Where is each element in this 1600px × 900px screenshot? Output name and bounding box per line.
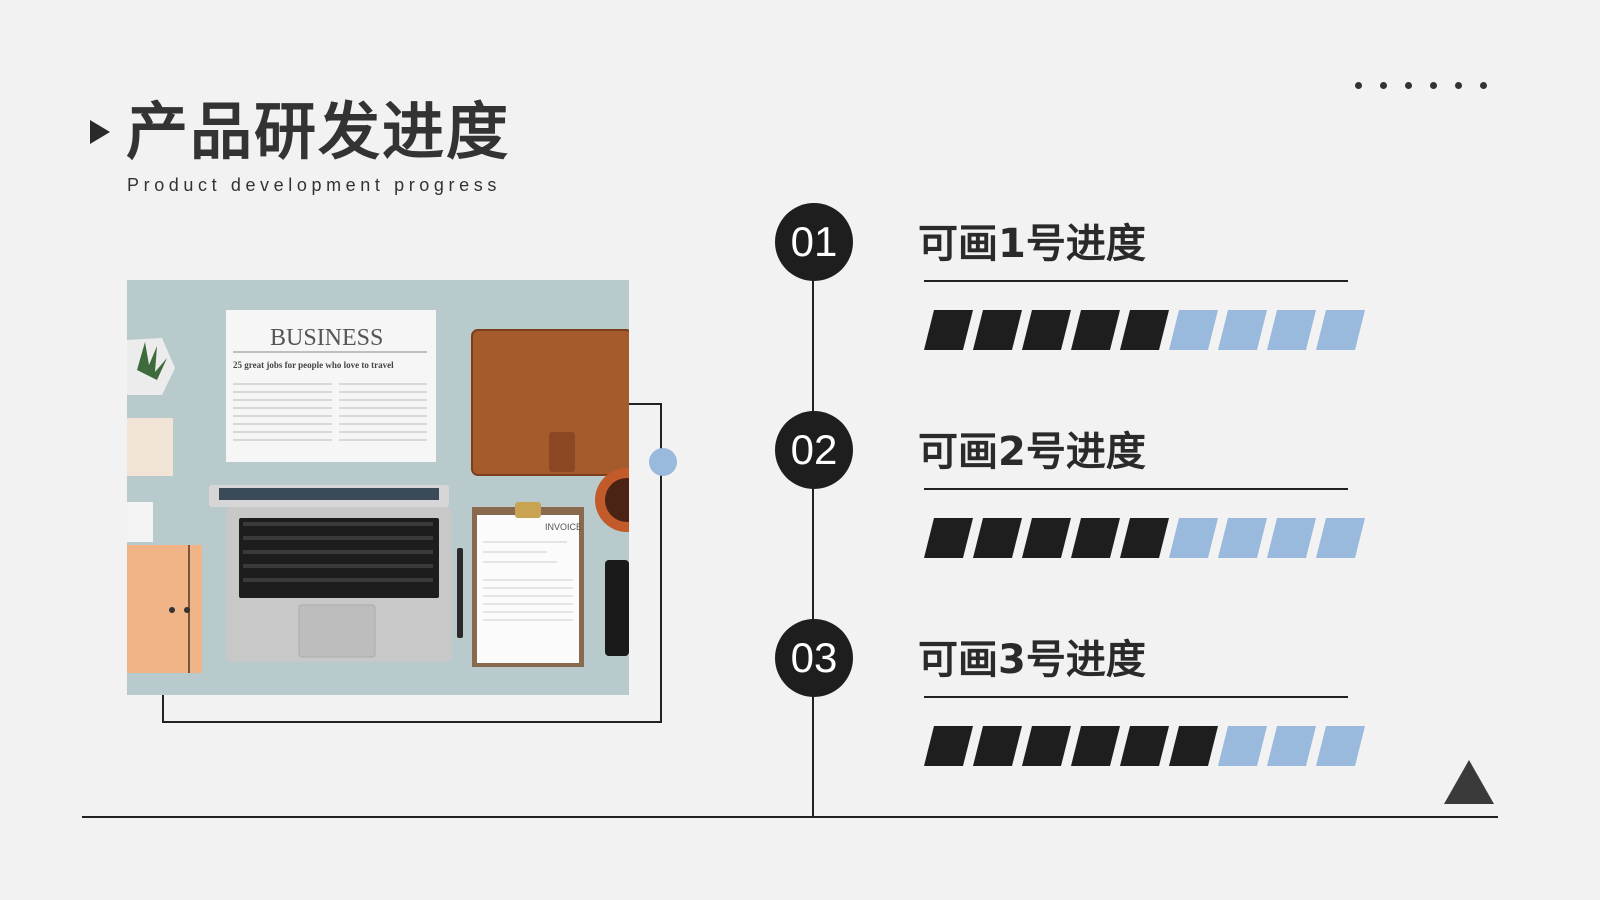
progress-segment-pending xyxy=(1218,310,1267,350)
progress-segment-complete xyxy=(1071,518,1120,558)
progress-segment-complete xyxy=(1120,518,1169,558)
progress-segment-pending xyxy=(1267,726,1316,766)
progress-segment-complete xyxy=(1071,310,1120,350)
dot-icon xyxy=(1380,82,1387,89)
progress-segment-complete xyxy=(1022,310,1071,350)
progress-segment-complete xyxy=(924,726,973,766)
step-label: 可画1号进度 xyxy=(918,221,1146,267)
desk-illustration: BUSINESS 25 great jobs for people who lo… xyxy=(127,280,629,695)
progress-segment-pending xyxy=(1218,726,1267,766)
progress-segment-complete xyxy=(1120,310,1169,350)
page-title: 产品研发进度 xyxy=(126,95,511,168)
step-underline xyxy=(924,280,1348,282)
newspaper-subhead: 25 great jobs for people who love to tra… xyxy=(233,360,394,370)
step-number-badge: 02 xyxy=(775,411,853,489)
step-number-badge: 01 xyxy=(775,203,853,281)
newspaper-headline: BUSINESS xyxy=(270,325,383,351)
progress-segment-pending xyxy=(1316,518,1365,558)
title-arrow-icon xyxy=(90,120,110,144)
progress-segment-complete xyxy=(973,310,1022,350)
progress-segment-complete xyxy=(973,518,1022,558)
frame-connector-dot xyxy=(649,448,677,476)
progress-segment-pending xyxy=(1316,310,1365,350)
dot-icon xyxy=(1455,82,1462,89)
dot-icon xyxy=(1355,82,1362,89)
progress-segment-complete xyxy=(1169,726,1218,766)
desk-photo: BUSINESS 25 great jobs for people who lo… xyxy=(127,280,629,695)
step-underline xyxy=(924,696,1348,698)
progress-segment-pending xyxy=(1169,310,1218,350)
progress-segment-complete xyxy=(924,310,973,350)
step-label: 可画3号进度 xyxy=(918,637,1146,683)
progress-segment-complete xyxy=(1120,726,1169,766)
progress-segment-complete xyxy=(1022,726,1071,766)
progress-segment-complete xyxy=(973,726,1022,766)
dot-icon xyxy=(1430,82,1437,89)
progress-segment-complete xyxy=(1022,518,1071,558)
timeline-baseline xyxy=(82,816,1498,818)
progress-segment-complete xyxy=(924,518,973,558)
step-label: 可画2号进度 xyxy=(918,429,1146,475)
step-progress-bar xyxy=(924,310,1365,350)
decorative-dots xyxy=(1355,82,1487,89)
step-progress-bar xyxy=(924,518,1365,558)
progress-segment-pending xyxy=(1267,518,1316,558)
timeline-vertical-line xyxy=(812,240,814,818)
step-underline xyxy=(924,488,1348,490)
page-subtitle: Product development progress xyxy=(127,175,501,195)
progress-segment-pending xyxy=(1316,726,1365,766)
invoice-label: INVOICE xyxy=(545,522,582,532)
progress-segment-pending xyxy=(1267,310,1316,350)
triangle-icon xyxy=(1444,760,1494,804)
progress-segment-complete xyxy=(1071,726,1120,766)
progress-segment-pending xyxy=(1218,518,1267,558)
dot-icon xyxy=(1480,82,1487,89)
dot-icon xyxy=(1405,82,1412,89)
progress-segment-pending xyxy=(1169,518,1218,558)
step-number-badge: 03 xyxy=(775,619,853,697)
step-progress-bar xyxy=(924,726,1365,766)
